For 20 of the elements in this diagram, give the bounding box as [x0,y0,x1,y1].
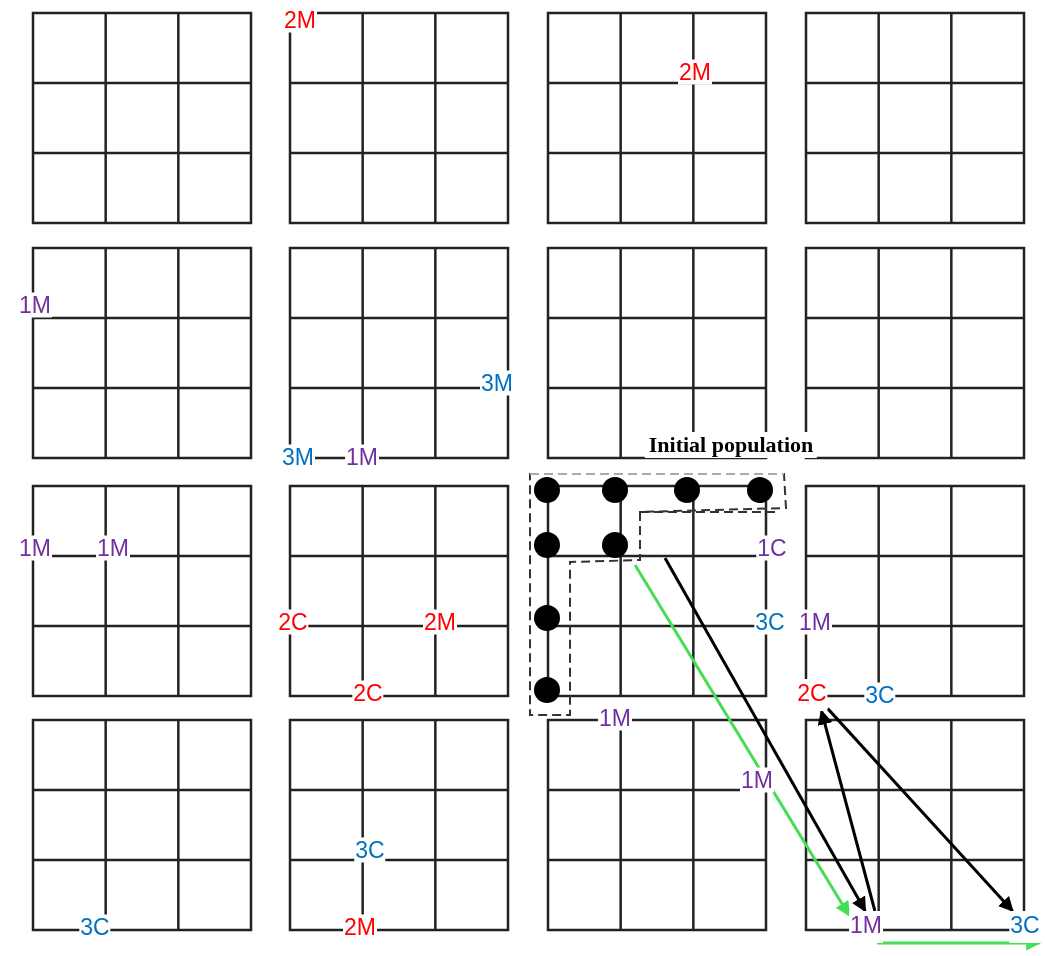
cell-label: 2M [678,59,712,85]
cell-label: 3M [480,370,514,396]
cell-label: 1M [18,535,52,561]
cell-label: 1M [18,292,52,318]
arrow [663,557,867,913]
arrow [826,707,1014,913]
cell-label: 2C [277,609,309,635]
arrow [817,709,877,912]
cell-label: 1M [96,535,130,561]
cell-label: 1M [849,911,883,943]
cell-label: 2M [423,609,457,635]
cell-label: 3C [354,837,386,863]
cell-label: 3C [754,609,786,635]
cell-label: 1M [740,767,774,793]
cell-label: 3C [1009,911,1041,943]
cell-label: 2C [796,679,828,711]
heading: Initial population [644,432,818,458]
cell-label: 1M [798,609,832,635]
cell-label: 1C [756,535,788,561]
arrow [633,564,851,917]
